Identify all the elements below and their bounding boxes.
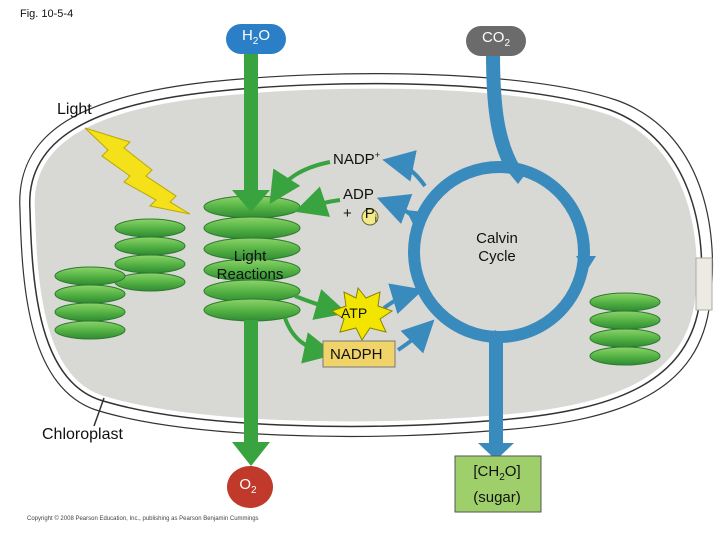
co2-sub: 2 (504, 38, 511, 49)
water-sub: 2 (252, 36, 259, 47)
light-reactions-line2: Reactions (216, 266, 284, 283)
oxygen-arrow-shaft (244, 320, 258, 444)
atp-burst (330, 286, 394, 341)
adp-label: ADP + Pi (343, 186, 377, 225)
chloroplast-pointer-line (93, 397, 105, 427)
water-arrow-top (244, 52, 258, 192)
oxygen-sub: 2 (251, 485, 257, 496)
co2-arrow (486, 51, 521, 174)
water-main: H (241, 27, 253, 44)
calvin-to-nadp-arrow (382, 150, 427, 188)
water-tail: O (258, 27, 271, 44)
adp-plus: + (343, 205, 352, 222)
sugar-open: [CH (473, 463, 500, 480)
calvin-cycle-label: Calvin Cycle (462, 230, 532, 266)
granum-left-top (114, 218, 186, 292)
water-label: H2O (226, 27, 286, 47)
oxygen-bubble (227, 466, 273, 508)
copyright-text: Copyright © 2008 Pearson Education, Inc.… (27, 516, 259, 522)
granum-right (589, 292, 661, 366)
reactions-to-atp-arrow (294, 289, 348, 320)
sugar-label: [CH2O] (sugar) (455, 462, 539, 508)
sugar-close: O] (504, 463, 521, 480)
chloroplast-label: Chloroplast (42, 426, 123, 443)
calvin-cycle-line2: Cycle (478, 248, 516, 265)
sugar-line2: (sugar) (473, 489, 521, 506)
water-bubble (226, 24, 286, 54)
atp-label: ATP (341, 305, 368, 321)
nadp-sup: + (374, 150, 380, 160)
calvin-cycle-line1: Calvin (476, 230, 518, 247)
nadp-main: NADP (333, 151, 375, 168)
reactions-to-nadph-arrow (283, 317, 336, 364)
nadph-to-calvin-arrow (396, 319, 435, 354)
nadp-to-reactions-arrow (269, 160, 331, 205)
nadph-label: NADPH (330, 346, 383, 363)
light-label: Light (57, 101, 92, 118)
light-reactions-line1: Light (233, 248, 267, 265)
light-bolt (84, 127, 191, 215)
nadp-label: NADP+ (333, 150, 380, 168)
co2-label: CO2 (466, 29, 526, 49)
adp-p: P (364, 205, 375, 222)
oxygen-main: O (239, 476, 252, 493)
calvin-ring-arrow-right (576, 256, 596, 272)
co2-main: CO (481, 29, 505, 46)
sugar-arrow-head (478, 443, 514, 460)
right-edge-tab (695, 257, 713, 311)
adp-line1: ADP (343, 186, 374, 203)
chloroplast-membrane (24, 78, 707, 432)
nadph-box (322, 340, 396, 368)
phosphate-circle (361, 208, 379, 226)
adp-to-reactions-arrow (294, 186, 341, 217)
granum-left-bottom (54, 266, 126, 340)
oxygen-label: O2 (226, 476, 270, 496)
sugar-sub: 2 (499, 472, 505, 483)
light-reactions-label: Light Reactions (205, 248, 295, 284)
adp-sub: i (374, 214, 378, 225)
figure-label: Fig. 10-5-4 (20, 8, 74, 20)
water-arrow-head (232, 190, 270, 212)
adp-line2: + Pi (343, 205, 377, 225)
co2-bubble (466, 26, 526, 56)
sugar-arrow-shaft (489, 337, 503, 445)
sugar-line1: [CH2O] (455, 462, 539, 488)
calvin-to-adp-arrow (376, 194, 413, 225)
sugar-box (454, 455, 542, 513)
oxygen-arrow-head (232, 442, 270, 466)
atp-to-calvin-arrow (382, 283, 424, 315)
